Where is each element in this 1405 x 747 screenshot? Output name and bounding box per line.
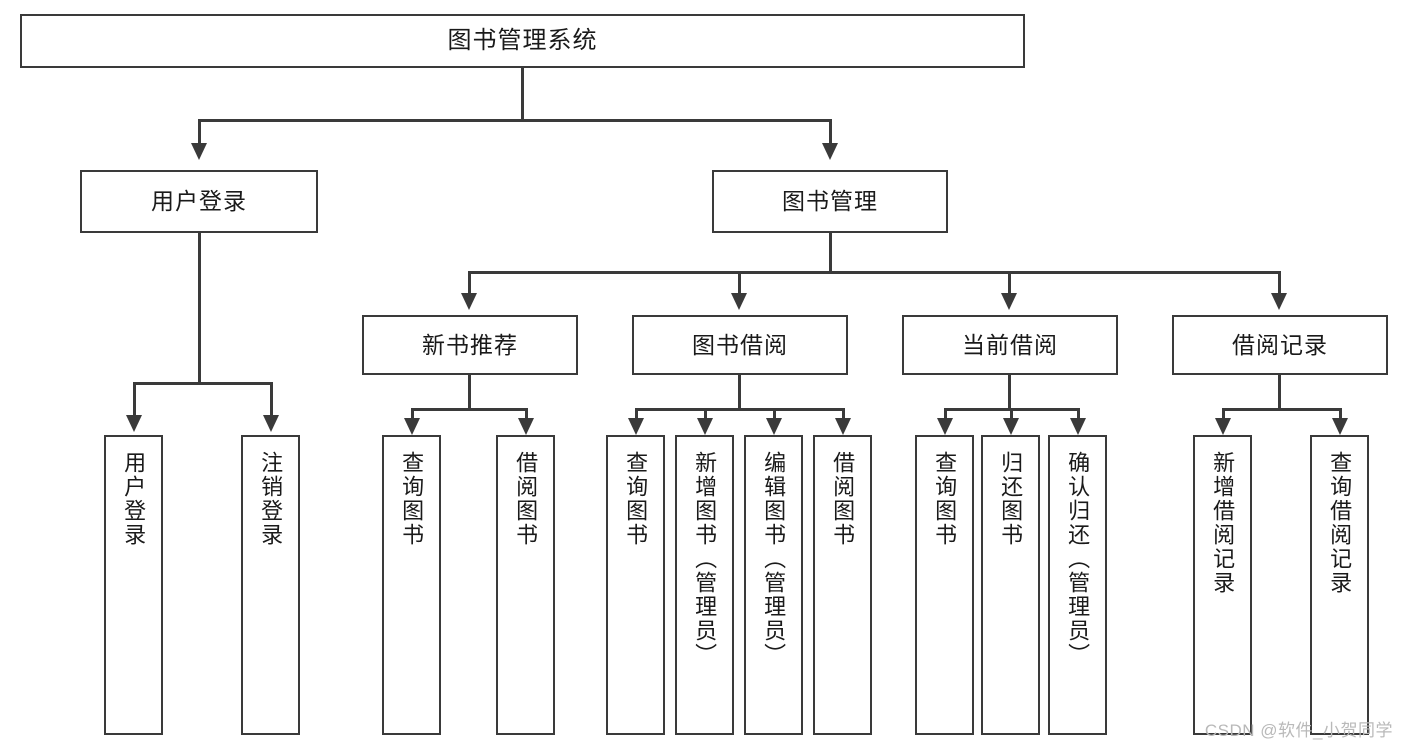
node-user-login[interactable]: 用户登录 — [80, 170, 318, 233]
node-label: 用户登录 — [151, 188, 247, 214]
arrow-nb-to-leaf-1 — [404, 418, 420, 435]
leaf-label: 确认归还（管理员） — [1065, 451, 1091, 667]
node-label: 图书借阅 — [692, 331, 788, 358]
leaf-user-login-logout[interactable]: 注销登录 — [241, 435, 300, 735]
arrow-bm-to-new-book — [461, 293, 477, 310]
arrow-bb-to-leaf-2 — [697, 418, 713, 435]
arrow-bm-to-current-borrow — [1001, 293, 1017, 310]
node-label: 当前借阅 — [962, 331, 1058, 358]
connector-new-book-stem — [468, 375, 471, 410]
leaf-current-borrow-return[interactable]: 归还图书 — [981, 435, 1040, 735]
connector-root-bus — [198, 119, 830, 122]
arrow-bb-to-leaf-4 — [835, 418, 851, 435]
arrow-root-to-book-management — [822, 143, 838, 160]
arrow-bb-to-leaf-1 — [628, 418, 644, 435]
arrow-bb-to-leaf-3 — [766, 418, 782, 435]
connector-br-to-leaf-1 — [1222, 408, 1225, 420]
connector-root-to-book-management — [829, 119, 832, 145]
leaf-label: 查询借阅记录 — [1327, 451, 1353, 595]
leaf-borrow-record-add[interactable]: 新增借阅记录 — [1193, 435, 1252, 735]
connector-user-login-stem — [198, 233, 201, 384]
connector-cb-to-leaf-2 — [1010, 408, 1013, 420]
connector-br-to-leaf-2 — [1339, 408, 1342, 420]
leaf-label: 新增图书（管理员） — [692, 451, 718, 667]
connector-book-borrow-stem — [738, 375, 741, 410]
node-current-borrow[interactable]: 当前借阅 — [902, 315, 1118, 375]
connector-new-book-bus — [411, 408, 527, 411]
leaf-book-borrow-add[interactable]: 新增图书（管理员） — [675, 435, 734, 735]
leaf-user-login-login[interactable]: 用户登录 — [104, 435, 163, 735]
leaf-label: 用户登录 — [121, 451, 147, 547]
arrow-bm-to-borrow-record — [1271, 293, 1287, 310]
leaf-label: 查询图书 — [399, 451, 425, 547]
node-borrow-record[interactable]: 借阅记录 — [1172, 315, 1388, 375]
connector-bm-to-borrow-record — [1278, 271, 1281, 295]
connector-bb-to-leaf-4 — [842, 408, 845, 420]
connector-cb-to-leaf-3 — [1077, 408, 1080, 420]
connector-bm-to-book-borrow — [738, 271, 741, 295]
connector-user-login-bus — [133, 382, 272, 385]
connector-nb-to-leaf-2 — [525, 408, 528, 420]
leaf-current-borrow-query[interactable]: 查询图书 — [915, 435, 974, 735]
connector-root-to-user-login — [198, 119, 201, 145]
connector-bb-to-leaf-3 — [773, 408, 776, 420]
arrow-br-to-leaf-1 — [1215, 418, 1231, 435]
arrow-user-login-to-leaf-1 — [126, 415, 142, 432]
leaf-label: 借阅图书 — [513, 451, 539, 547]
connector-bm-to-current-borrow — [1008, 271, 1011, 295]
leaf-current-borrow-confirm-return[interactable]: 确认归还（管理员） — [1048, 435, 1107, 735]
node-label: 图书管理 — [782, 188, 878, 214]
node-label: 新书推荐 — [422, 331, 518, 358]
leaf-label: 编辑图书（管理员） — [761, 451, 787, 667]
connector-bb-to-leaf-1 — [635, 408, 638, 420]
node-book-management[interactable]: 图书管理 — [712, 170, 948, 233]
arrow-user-login-to-leaf-2 — [263, 415, 279, 432]
arrow-cb-to-leaf-3 — [1070, 418, 1086, 435]
arrow-cb-to-leaf-2 — [1003, 418, 1019, 435]
leaf-label: 查询图书 — [932, 451, 958, 547]
connector-cb-to-leaf-1 — [944, 408, 947, 420]
node-book-borrow[interactable]: 图书借阅 — [632, 315, 848, 375]
arrow-br-to-leaf-2 — [1332, 418, 1348, 435]
arrow-nb-to-leaf-2 — [518, 418, 534, 435]
leaf-book-borrow-query[interactable]: 查询图书 — [606, 435, 665, 735]
node-new-book-recommend[interactable]: 新书推荐 — [362, 315, 578, 375]
leaf-label: 借阅图书 — [830, 451, 856, 547]
leaf-book-borrow-borrow[interactable]: 借阅图书 — [813, 435, 872, 735]
leaf-label: 注销登录 — [258, 451, 284, 547]
arrow-root-to-user-login — [191, 143, 207, 160]
connector-borrow-record-stem — [1278, 375, 1281, 410]
connector-book-borrow-bus — [635, 408, 844, 411]
connector-user-login-to-leaf-2 — [270, 382, 273, 417]
connector-book-management-stem — [829, 233, 832, 273]
leaf-label: 查询图书 — [623, 451, 649, 547]
connector-current-borrow-stem — [1008, 375, 1011, 410]
node-label: 借阅记录 — [1232, 331, 1328, 358]
leaf-new-book-borrow[interactable]: 借阅图书 — [496, 435, 555, 735]
node-label: 图书管理系统 — [447, 27, 598, 54]
connector-nb-to-leaf-1 — [411, 408, 414, 420]
connector-bm-to-new-book — [468, 271, 471, 295]
leaf-label: 新增借阅记录 — [1210, 451, 1236, 595]
connector-borrow-record-bus — [1222, 408, 1341, 411]
leaf-borrow-record-query[interactable]: 查询借阅记录 — [1310, 435, 1369, 735]
connector-user-login-to-leaf-1 — [133, 382, 136, 417]
connector-bb-to-leaf-2 — [704, 408, 707, 420]
leaf-label: 归还图书 — [998, 451, 1024, 547]
leaf-new-book-query[interactable]: 查询图书 — [382, 435, 441, 735]
connector-book-management-bus — [468, 271, 1280, 274]
arrow-cb-to-leaf-1 — [937, 418, 953, 435]
leaf-book-borrow-edit[interactable]: 编辑图书（管理员） — [744, 435, 803, 735]
node-root-book-management-system[interactable]: 图书管理系统 — [20, 14, 1025, 68]
arrow-bm-to-book-borrow — [731, 293, 747, 310]
connector-root-stem — [521, 68, 524, 121]
